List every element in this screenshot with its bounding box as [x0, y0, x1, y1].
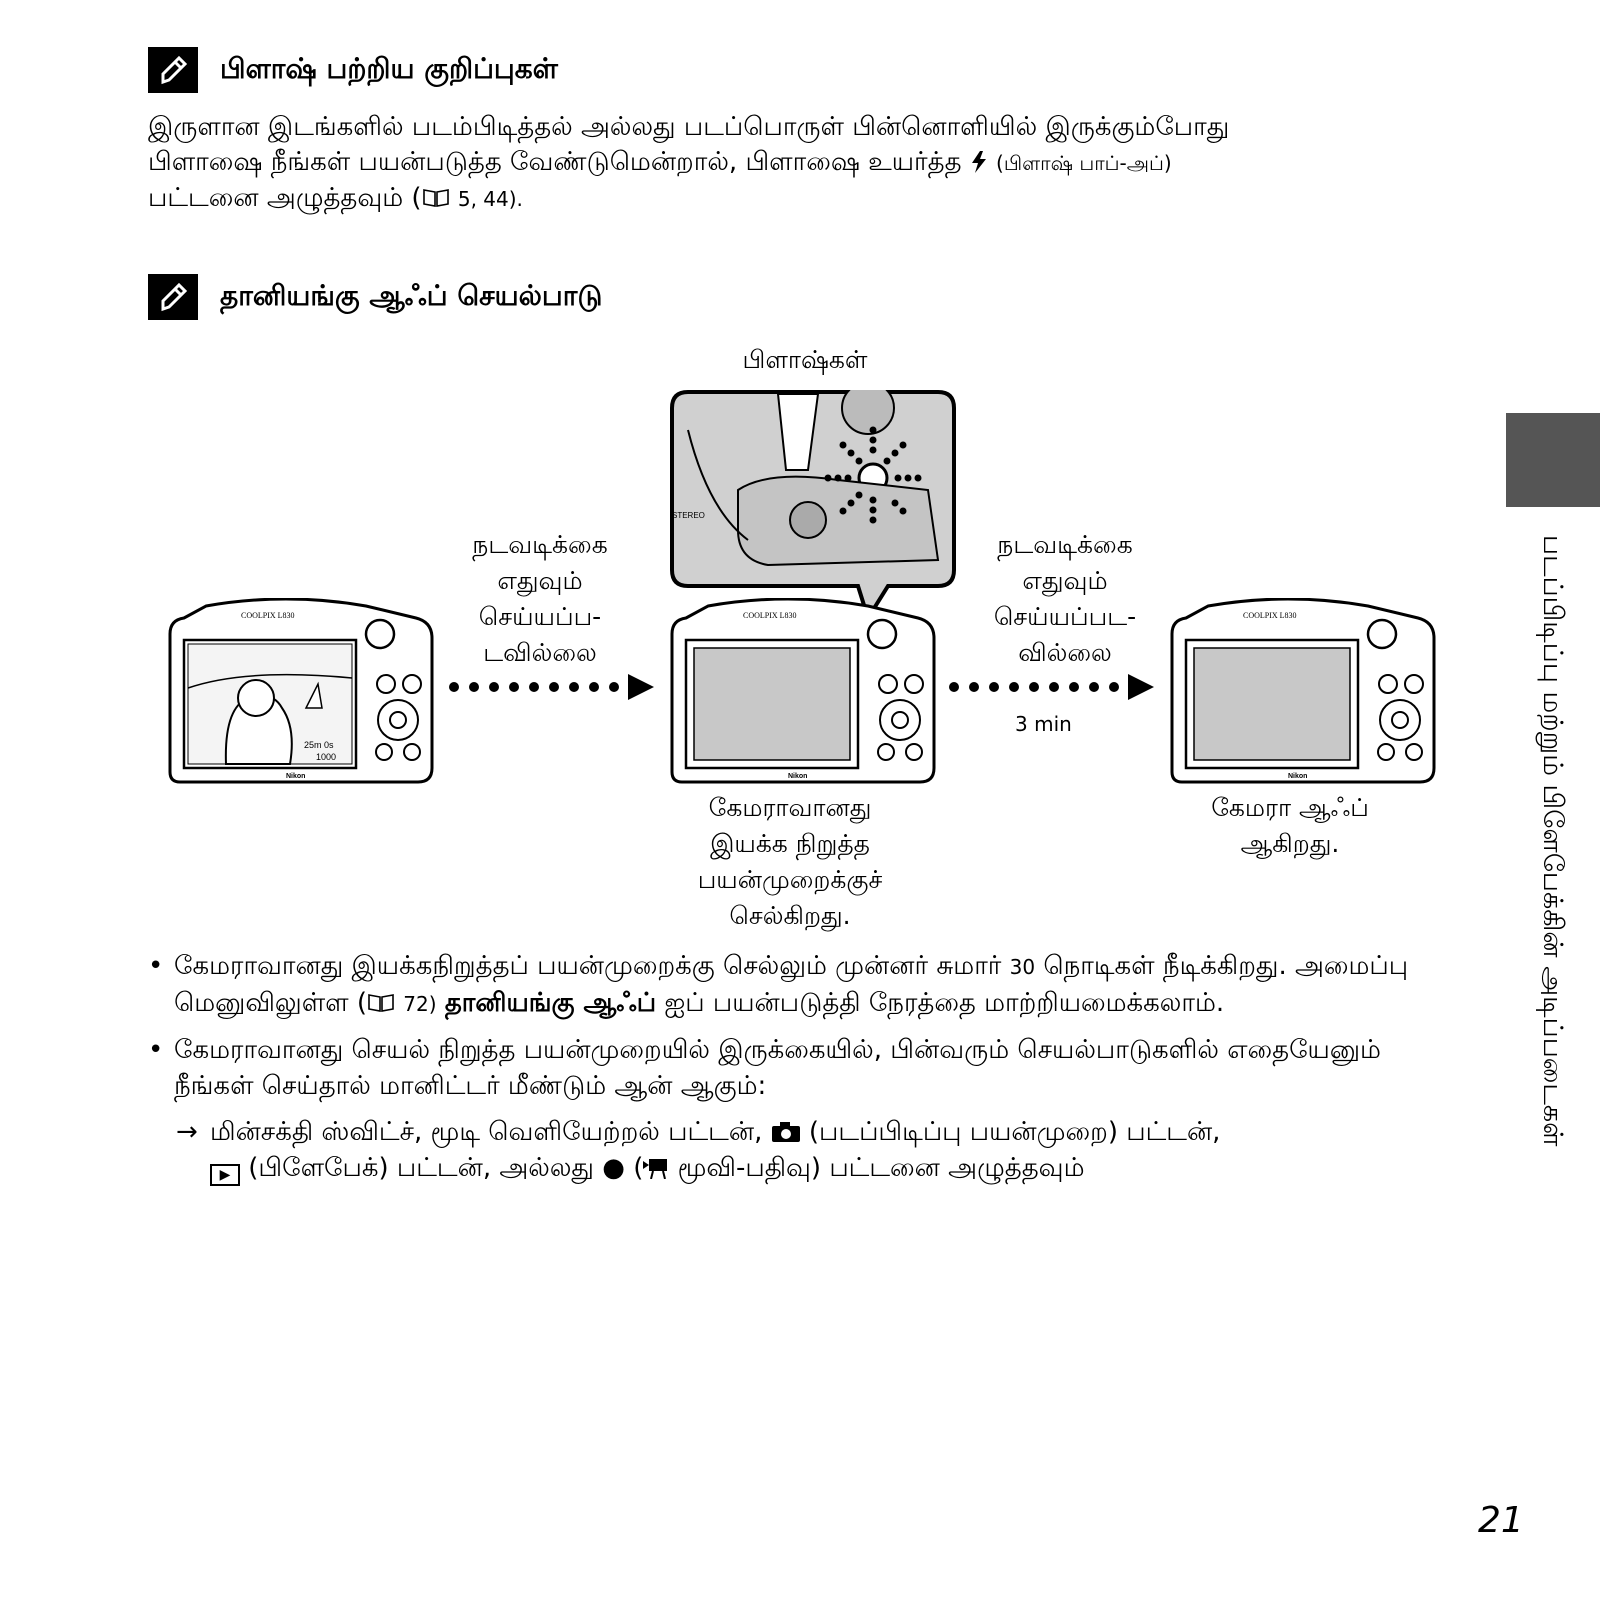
svg-text:Nikon: Nikon: [1288, 773, 1307, 780]
svg-text:25m 0s: 25m 0s: [304, 740, 334, 750]
svg-text:Nikon: Nikon: [286, 773, 305, 780]
dotted-arrow-left: [449, 674, 654, 700]
svg-text:1000: 1000: [316, 752, 336, 762]
no-operation-right: நடவடிக்கை எதுவும் செய்யப்பட- வில்லை: [993, 530, 1137, 667]
record-dot-icon: ●: [602, 1153, 625, 1183]
pencil-icon: [148, 274, 198, 320]
book-icon: [367, 988, 395, 1018]
bullet-list: கேமராவானது இயக்கநிறுத்தப் பயன்முறைக்கு ச…: [148, 948, 1458, 1186]
no-operation-left: நடவடிக்கை எதுவும் செய்யப்ப- டவில்லை: [472, 530, 608, 667]
playback-icon: ▶: [210, 1164, 240, 1186]
flash-icon: [970, 147, 988, 177]
side-section-title: படப்பிடிப்பு மற்றும் பிளேபேக்கின் அடிப்ப…: [1537, 535, 1568, 1147]
bullet-item: கேமராவானது செயல் நிறுத்த பயன்முறையில் இர…: [148, 1032, 1458, 1104]
camera-on: 25m 0s 1000 COOLPIX L830 Nikon: [168, 598, 434, 784]
note-flash-header: பிளாஷ் பற்றிய குறிப்புகள்: [148, 47, 558, 93]
note-autooff-title: தானியங்கு ஆஃப் செயல்பாடு: [220, 278, 603, 312]
book-icon: [422, 183, 450, 213]
svg-text:Nikon: Nikon: [788, 773, 807, 780]
note-autooff-header: தானியங்கு ஆஃப் செயல்பாடு: [148, 274, 602, 320]
note-flash-title: பிளாஷ் பற்றிய குறிப்புகள்: [220, 51, 558, 85]
flash-label: பிளாஷ்கள்: [742, 345, 868, 374]
time-label: 3 min: [1015, 712, 1072, 736]
side-tab: [1506, 413, 1600, 507]
movie-icon: [643, 1153, 669, 1183]
svg-text:COOLPIX L830: COOLPIX L830: [241, 611, 295, 620]
flash-zoom-callout: STEREO: [670, 390, 956, 620]
svg-text:COOLPIX L830: COOLPIX L830: [743, 611, 797, 620]
standby-caption: கேமராவானது இயக்க நிறுத்த பயன்முறைக்குச் …: [697, 793, 883, 930]
arrow-right-icon: →: [176, 1117, 198, 1147]
camera-icon: [771, 1117, 801, 1147]
off-caption: கேமரா ஆஃப் ஆகிறது.: [1211, 793, 1369, 858]
sub-item: → மின்சக்தி ஸ்விட்ச், மூடி வெளியேற்றல் ப…: [148, 1114, 1458, 1186]
svg-text:COOLPIX L830: COOLPIX L830: [1243, 611, 1297, 620]
dotted-arrow-right: [949, 674, 1154, 700]
bullet-item: கேமராவானது இயக்கநிறுத்தப் பயன்முறைக்கு ச…: [148, 948, 1458, 1022]
camera-off: COOLPIX L830 Nikon: [1170, 598, 1436, 784]
note-flash-body: இருளான இடங்களில் படம்பிடித்தல் அல்லது பட…: [148, 112, 1230, 213]
camera-standby: COOLPIX L830 Nikon: [670, 598, 936, 784]
pencil-icon: [148, 47, 198, 93]
page-number: 21: [1478, 1500, 1524, 1541]
stereo-label: STEREO: [672, 511, 705, 520]
